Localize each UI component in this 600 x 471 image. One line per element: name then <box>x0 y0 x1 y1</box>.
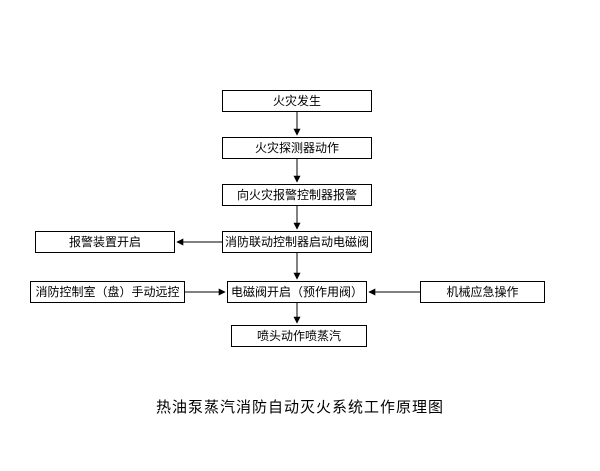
diagram-title: 热油泵蒸汽消防自动灭火系统工作原理图 <box>155 400 444 416</box>
node-fire-occurs-label: 火灾发生 <box>272 94 321 108</box>
node-mechanical-emergency-label: 机械应急操作 <box>446 285 519 299</box>
node-alarm-device-on: 报警装置开启 <box>35 231 175 253</box>
node-valve-open-label: 电磁阀开启（预作用阀） <box>230 285 363 299</box>
node-alarm-device-on-label: 报警装置开启 <box>68 235 141 249</box>
node-linkage-controller-valve: 消防联动控制器启动电磁阀 <box>222 231 372 253</box>
node-alarm-to-controller: 向火灾报警控制器报警 <box>222 184 372 206</box>
node-control-room-manual-label: 消防控制室（盘）手动远控 <box>35 285 180 299</box>
node-fire-occurs: 火灾发生 <box>222 90 372 112</box>
node-detector-action-label: 火灾探测器动作 <box>254 141 339 155</box>
node-linkage-controller-valve-label: 消防联动控制器启动电磁阀 <box>224 235 369 249</box>
node-alarm-to-controller-label: 向火灾报警控制器报警 <box>236 188 357 202</box>
node-sprinkler-steam-label: 喷头动作喷蒸汽 <box>256 329 341 343</box>
node-detector-action: 火灾探测器动作 <box>222 137 372 159</box>
node-valve-open: 电磁阀开启（预作用阀） <box>227 281 367 303</box>
node-mechanical-emergency: 机械应急操作 <box>420 281 545 303</box>
node-control-room-manual: 消防控制室（盘）手动远控 <box>30 281 185 303</box>
node-sprinkler-steam: 喷头动作喷蒸汽 <box>231 325 367 347</box>
